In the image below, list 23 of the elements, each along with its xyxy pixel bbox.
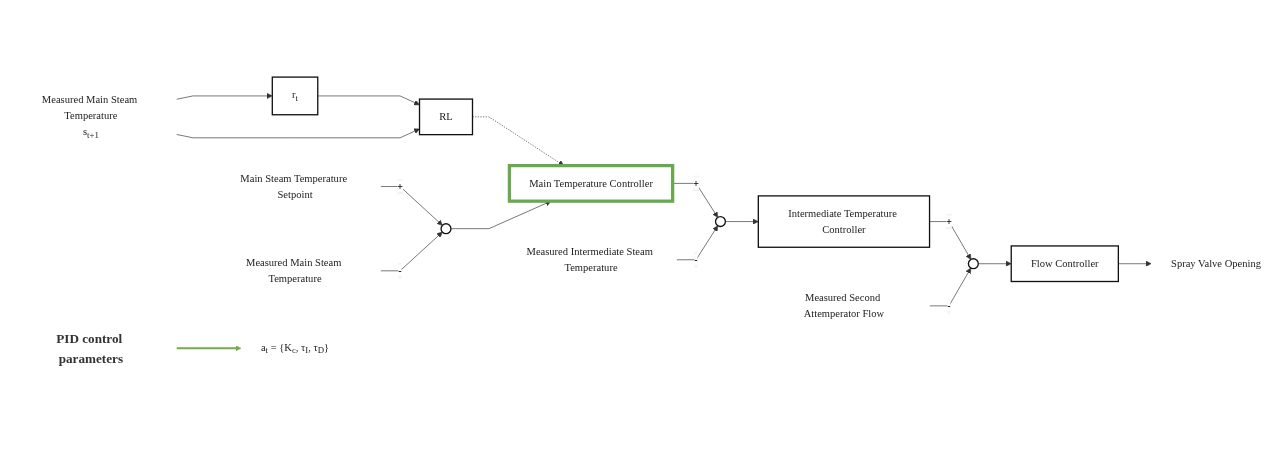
edge-label: + [693,177,700,189]
node-text: PID control parameters [56,331,124,366]
edge-label: + [946,215,953,227]
node-text: Main Steam Temperature Setpoint [240,172,348,200]
node-text: Measured Intermediate Steam Temperature [526,245,653,273]
node-text: Measured Main Steam Temperature [246,257,342,284]
edge-label: + [397,180,404,192]
node-circle [967,258,979,270]
node-text: Measured Main Steam Temperature s$_{t+1}$ [41,94,138,140]
edge-label: - [947,299,951,312]
node-box: Flow Controller [1010,245,1119,283]
node-circle [714,215,727,228]
node-text: a$_{t}$ = {K$_{c}$, τ$_{I}$, τ$_{D}$} [260,341,330,356]
node-box: r$_{t}$ [271,76,319,116]
node-box: RL [418,98,474,136]
edge-label: - [398,264,402,277]
node-text: Spray Valve Opening [1171,257,1261,269]
node-box: Intermediate Temperature Controller [757,195,931,248]
arrow [175,345,242,352]
node-box: Main Temperature Controller [507,163,675,203]
node-text: Measured Second Attemperator Flow [803,292,885,320]
node-circle [440,223,452,235]
edge-label: - [694,253,698,266]
